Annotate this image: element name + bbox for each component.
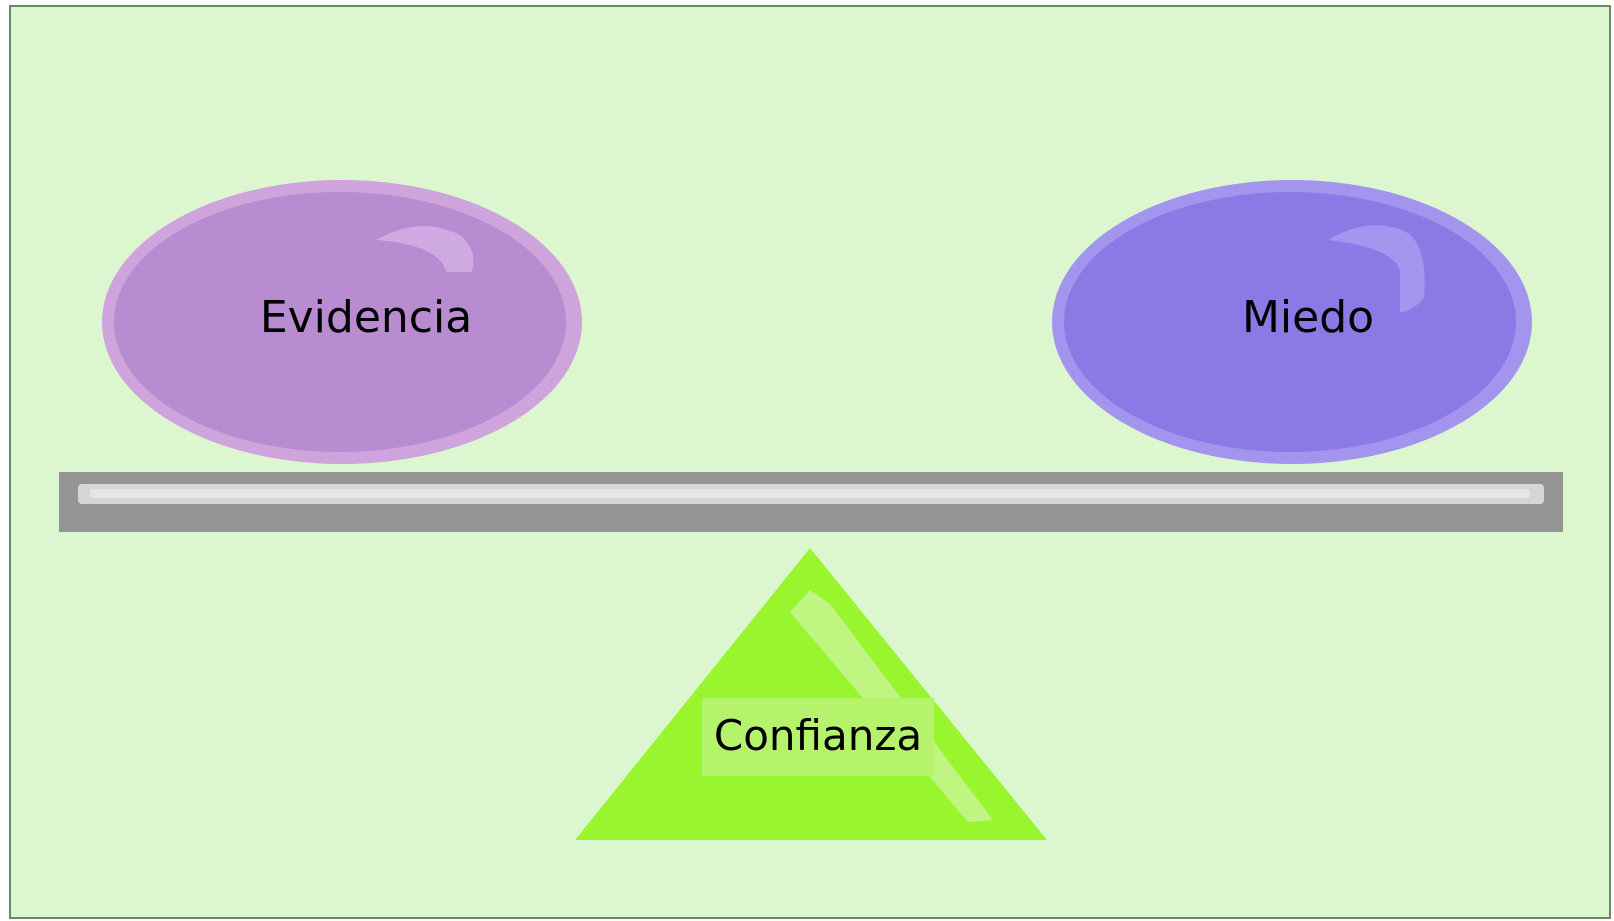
beam-highlight-inner <box>90 489 1530 498</box>
right-weight-label: Miedo <box>1242 292 1374 343</box>
fulcrum: Confianza <box>575 548 1047 840</box>
fulcrum-label: Confianza <box>714 711 922 760</box>
left-weight-label: Evidencia <box>260 292 472 343</box>
fulcrum-label-background <box>702 698 934 776</box>
left-weight-gloss <box>376 226 474 272</box>
right-weight-gloss <box>1328 225 1425 312</box>
left-weight: Evidencia <box>102 180 582 464</box>
right-weight: Miedo <box>1052 180 1532 464</box>
balance-beam <box>59 472 1563 532</box>
